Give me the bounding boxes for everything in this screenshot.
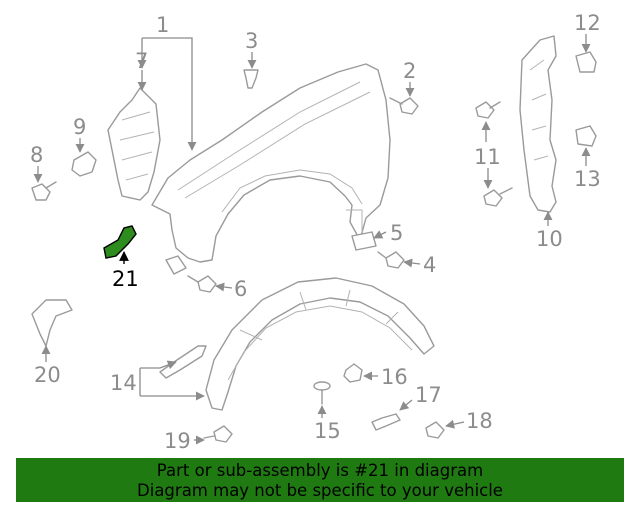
banner-line-2: Diagram may not be specific to your vehi…: [137, 481, 503, 500]
callout-17: 17: [415, 383, 442, 407]
callout-6: 6: [234, 277, 247, 301]
pushpin-part-17: [371, 413, 401, 431]
callout-12: 12: [574, 11, 601, 35]
callout-3: 3: [245, 29, 258, 53]
leader-lines: [33, 34, 591, 445]
pad-part-5: [351, 231, 377, 251]
bolt-part-4: [377, 251, 405, 269]
callout-8: 8: [30, 143, 43, 167]
bolt-part-18: [425, 421, 445, 439]
bolt-part-6: [187, 275, 217, 293]
wheel-liner-part-14: [159, 277, 435, 411]
screw-part-15: [313, 381, 331, 405]
fender-part: [151, 63, 391, 275]
callout-2: 2: [403, 59, 416, 83]
clip-part-9: [71, 151, 97, 177]
callout-labels: 1 7 3 2 9 8 11 12 13 10 5 4 6 21 20 14 1…: [30, 11, 601, 453]
callout-14: 14: [110, 371, 137, 395]
callout-20: 20: [34, 363, 61, 387]
bolt-part-2: [389, 97, 419, 115]
callout-13: 13: [574, 167, 601, 191]
callout-11: 11: [474, 145, 501, 169]
bracket-part-10: [519, 35, 557, 213]
callout-1: 1: [156, 13, 169, 37]
bracket-part-20: [31, 299, 73, 347]
bracket-part-7: [107, 87, 161, 201]
callout-15: 15: [314, 419, 341, 443]
callout-19: 19: [164, 429, 191, 453]
bolt-part-8: [31, 181, 57, 201]
bolt-part-11: [475, 101, 513, 207]
callout-5: 5: [390, 221, 403, 245]
callout-7: 7: [135, 49, 148, 73]
clip-part-3: [243, 69, 259, 89]
callout-9: 9: [73, 115, 86, 139]
callout-18: 18: [466, 409, 493, 433]
callout-21: 21: [112, 267, 139, 291]
highlighted-part-21: [103, 225, 137, 259]
callout-10: 10: [536, 227, 563, 251]
clip-part-13: [575, 125, 597, 147]
info-banner: Part or sub-assembly is #21 in diagram D…: [16, 458, 624, 502]
banner-line-1: Part or sub-assembly is #21 in diagram: [156, 461, 484, 480]
nut-part-16: [343, 363, 363, 383]
callout-16: 16: [381, 365, 408, 389]
parts-diagram: 1 7 3 2 9 8 11 12 13 10 5 4 6 21 20 14 1…: [30, 11, 601, 453]
bolt-part-19: [203, 425, 233, 443]
clip-part-12: [575, 51, 597, 73]
callout-4: 4: [423, 253, 436, 277]
